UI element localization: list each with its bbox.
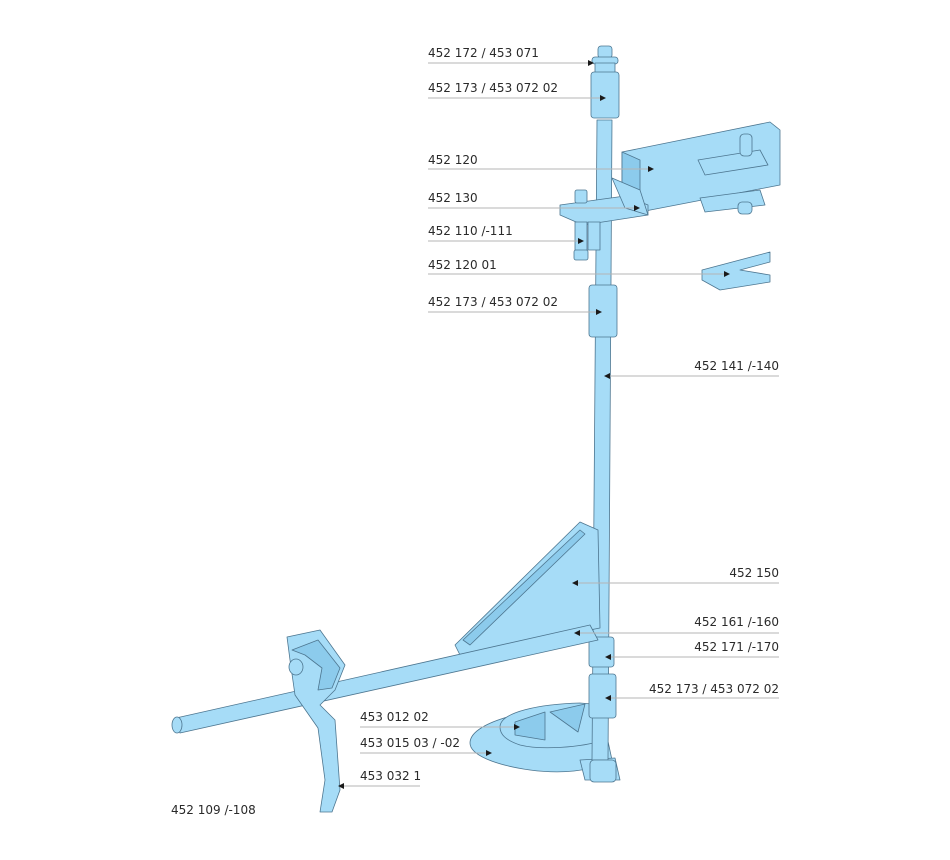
label-vertical-pole: 452 141 /-140: [694, 359, 779, 373]
label-top-nut: 452 172 / 453 071: [428, 46, 539, 60]
horizontal-rod-shape: [171, 624, 599, 734]
hook-shape: [286, 629, 346, 813]
label-hook-arm: 453 032 1: [360, 769, 422, 783]
label-clamp-bolt: 452 110 /-111: [428, 224, 513, 238]
label-upper-collar: 452 173 / 453 072 02: [428, 81, 559, 95]
label-base-plate: 453 015 03 / -02: [360, 736, 460, 750]
leader-lines: [338, 60, 779, 789]
gusset-shape: [454, 521, 601, 656]
label-gusset: 452 150: [729, 566, 779, 580]
shim-plate-shape: [701, 251, 771, 291]
label-middle-collar: 452 173 / 453 072 02: [428, 295, 559, 309]
clamp-block-shape: [559, 177, 649, 261]
label-clamp-block: 452 130: [428, 191, 478, 205]
vertical-pole-shape: [588, 45, 620, 783]
label-lower-collar: 452 173 / 453 072 02: [648, 682, 779, 696]
label-hook-assembly: 452 109 /-108: [171, 803, 256, 817]
label-shim-plate: 452 120 01: [428, 258, 497, 272]
label-lower-ring: 452 171 /-170: [694, 640, 779, 654]
label-horizontal-rod: 452 161 /-160: [694, 615, 779, 629]
label-arm-bracket: 452 120: [428, 153, 478, 167]
arm-bracket-shape: [621, 121, 781, 215]
label-base-insert: 453 012 02: [360, 710, 429, 724]
